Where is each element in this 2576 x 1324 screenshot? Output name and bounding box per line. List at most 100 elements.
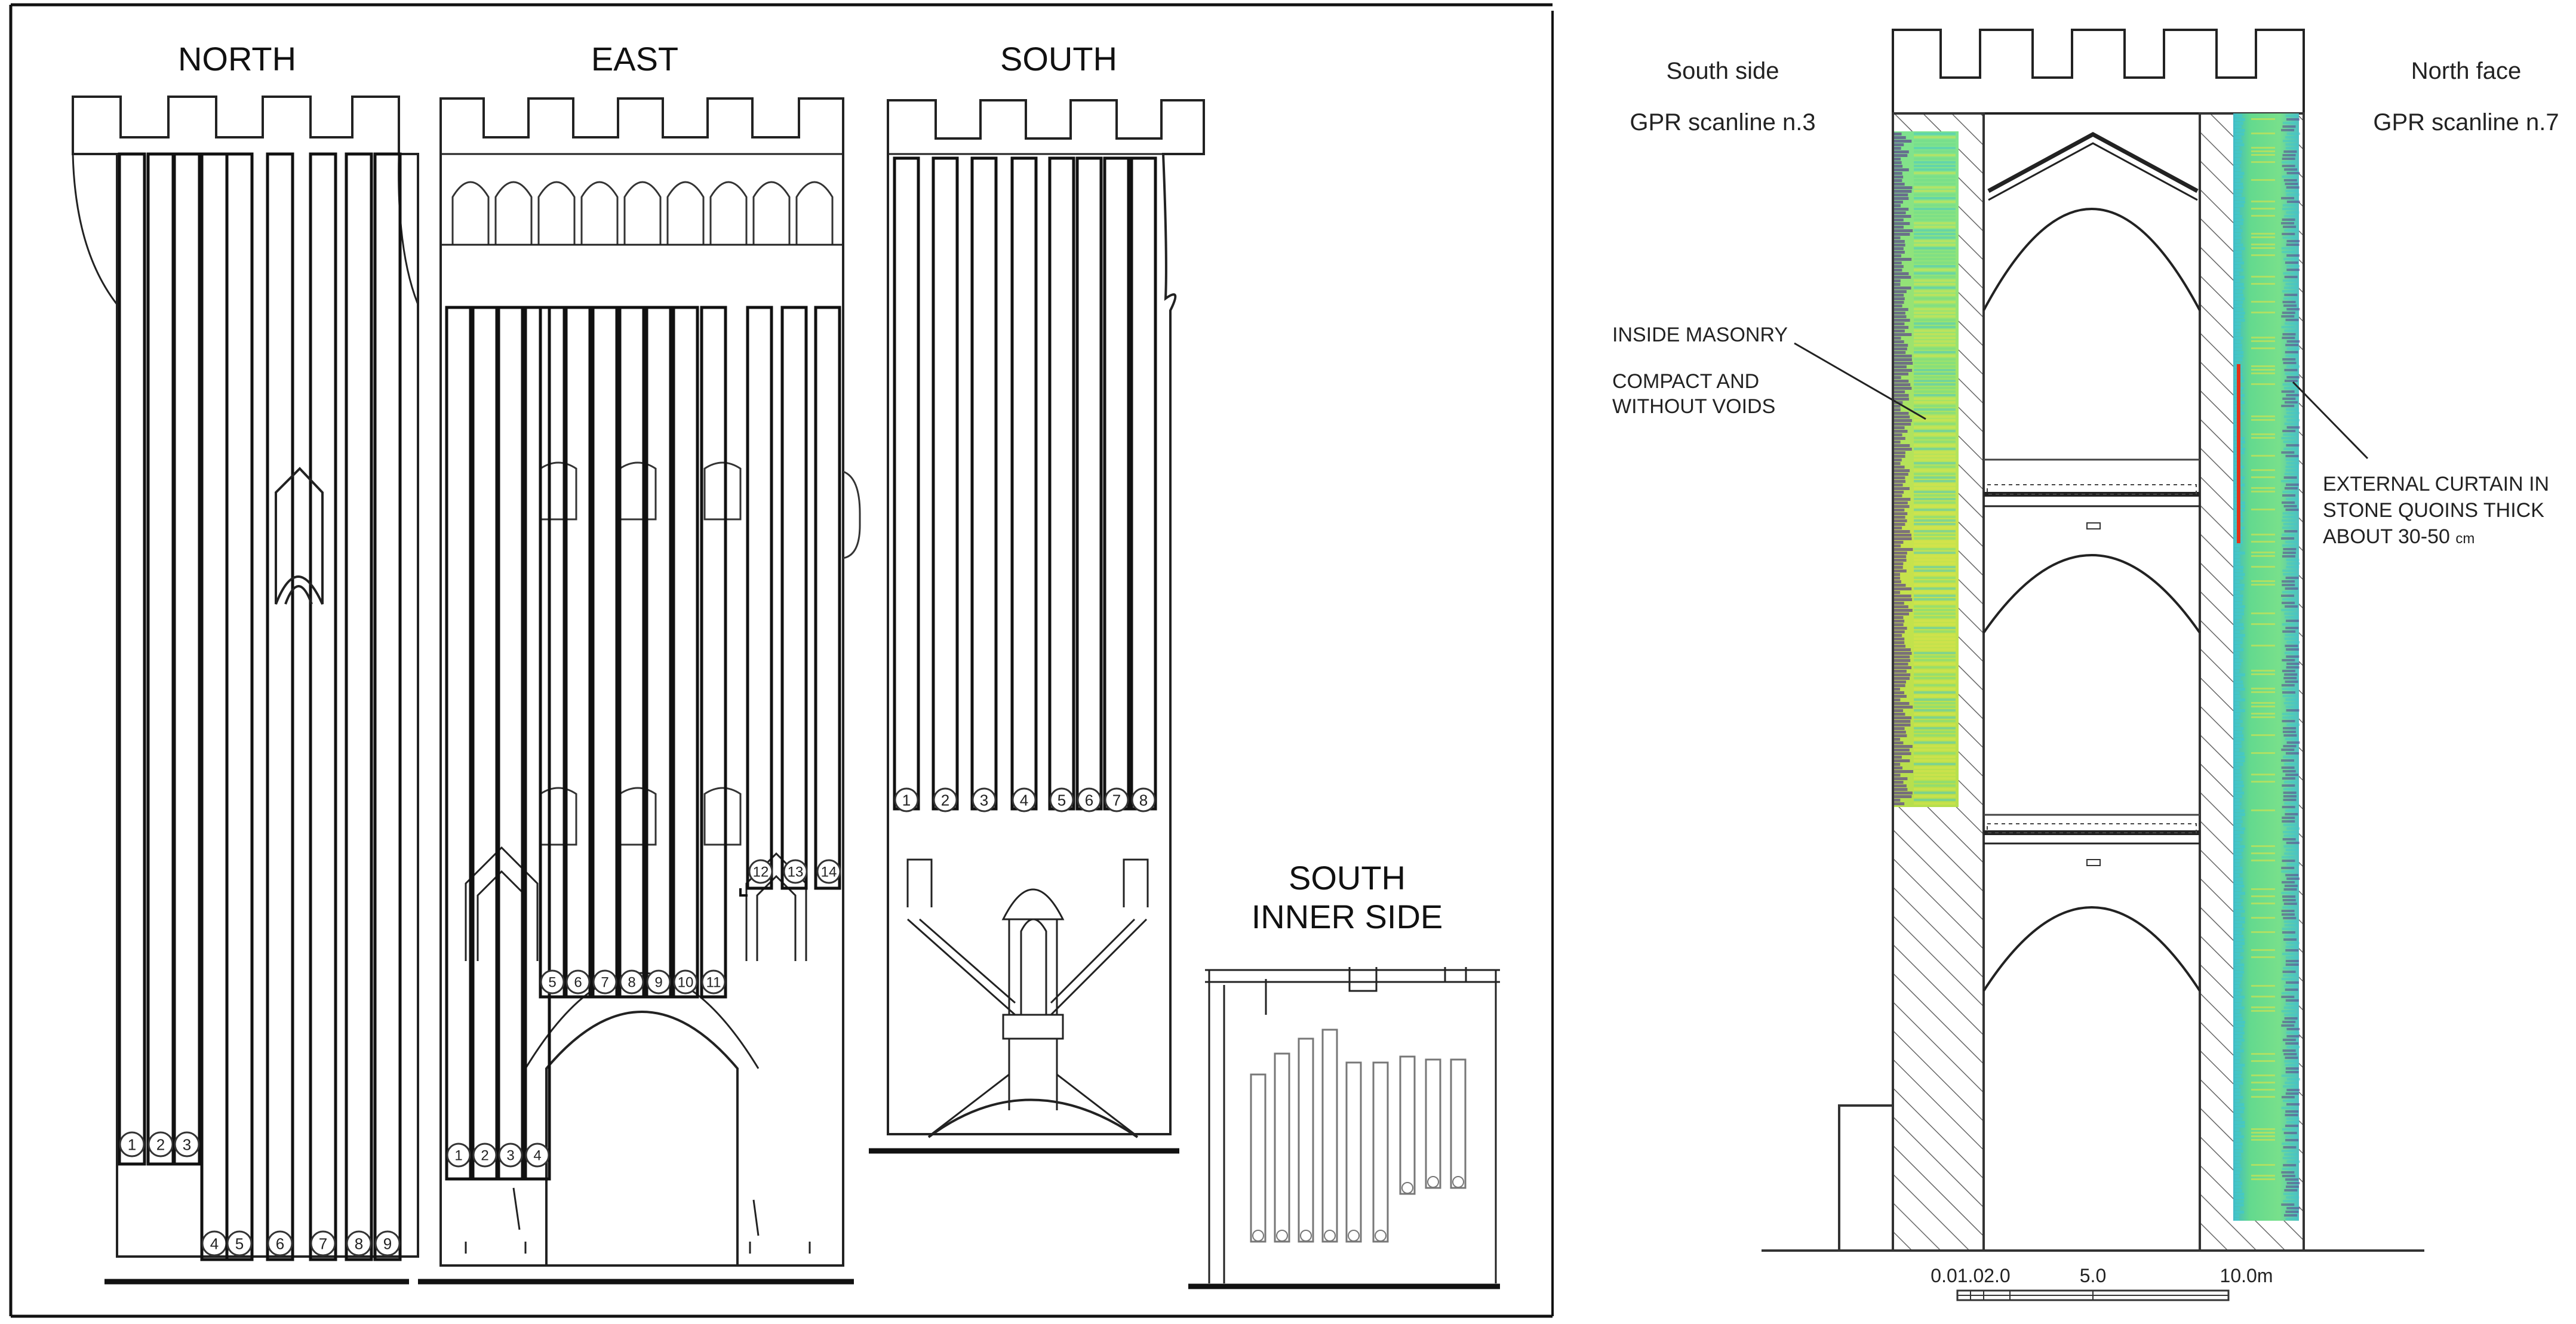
south-title: SOUTH [1000, 40, 1117, 78]
annotation-external-curtain: EXTERNAL CURTAIN IN [2323, 473, 2549, 495]
south-inner-scan-strips [1250, 1029, 1467, 1243]
strip-number-badge: 8 [346, 1230, 372, 1257]
scale-tick-5: 5.0 [2080, 1265, 2106, 1286]
inner-scan-strip [1298, 1037, 1314, 1243]
strip-number: 8 [628, 975, 635, 991]
inner-strip-marker [1276, 1230, 1288, 1242]
north-face-subtitle: GPR scanline n.7 [2373, 109, 2559, 136]
machicolation-arch [537, 181, 576, 245]
machicolation-arch [623, 181, 662, 245]
north-scan-strip [225, 152, 254, 1261]
strip-number-badge: 7 [592, 969, 617, 994]
wall-bump [843, 470, 861, 559]
south-side-subtitle: GPR scanline n.3 [1630, 109, 1815, 136]
inner-strip-marker [1452, 1176, 1464, 1188]
right-panel: South side GPR scanline n.3 North face G… [1612, 29, 2559, 1301]
inner-strip-marker [1300, 1230, 1312, 1242]
east-scan-strip [780, 306, 808, 890]
annotation-thickness: ABOUT 30-50 cm [2323, 525, 2474, 548]
machicolation-arch [795, 181, 834, 245]
scale-bar: 0.01.02.0 5.0 10.0m [1931, 1265, 2273, 1301]
strip-number: 3 [183, 1135, 191, 1153]
strip-number: 7 [601, 975, 608, 991]
strip-number: 11 [706, 975, 721, 991]
strip-number-badge: 5 [540, 969, 565, 994]
strip-number: 5 [548, 975, 556, 991]
north-scan-strip [266, 152, 294, 1261]
strip-number-badge: 5 [226, 1230, 253, 1257]
strip-number-badge: 7 [1104, 787, 1129, 812]
east-scan-strip [497, 306, 524, 1181]
window-opening [539, 461, 577, 521]
strip-number: 5 [1058, 791, 1066, 809]
strip-number-badge: 9 [374, 1230, 401, 1257]
strip-number-badge: 1 [894, 787, 919, 812]
north-scan-strip [173, 152, 201, 1166]
strip-number-badge: 1 [119, 1131, 145, 1157]
strip-number: 6 [1085, 791, 1093, 809]
strip-number-badge: 4 [525, 1143, 550, 1168]
strip-number: 9 [654, 975, 662, 991]
inner-strip-marker [1252, 1230, 1264, 1242]
strip-number: 14 [821, 864, 837, 880]
east-scan-strip [539, 306, 566, 999]
window-opening [703, 787, 742, 846]
north-scan-strip [309, 152, 337, 1261]
tower-section [1762, 29, 2424, 1252]
south-side-title: South side [1666, 58, 1779, 84]
south-inner-title-1: SOUTH [1289, 859, 1406, 897]
south-scan-strip [1075, 156, 1103, 811]
inner-scan-strip [1372, 1061, 1389, 1243]
south-scan-strip [970, 156, 998, 811]
strip-number-badge: 9 [646, 969, 671, 994]
north-scan-strip [345, 152, 373, 1261]
annotation-inside-masonry: INSIDE MASONRY [1612, 324, 1788, 346]
machicolation-arch [709, 181, 748, 245]
strip-number-badge: 3 [174, 1131, 200, 1157]
strip-number-badge: 7 [310, 1230, 336, 1257]
window-opening [619, 461, 657, 521]
machicolation-arch [494, 181, 533, 245]
machicolation-arch [752, 181, 791, 245]
north-scan-strip [200, 152, 229, 1261]
east-scan-strip [700, 306, 727, 999]
inner-strip-marker [1401, 1182, 1413, 1194]
strip-number-badge: 11 [701, 969, 726, 994]
strip-number: 3 [980, 791, 988, 809]
south-scan-strip [1048, 156, 1075, 811]
east-scan-strip [618, 306, 645, 999]
scale-tick-small: 0.01.02.0 [1931, 1265, 2010, 1286]
strip-number: 5 [235, 1234, 244, 1252]
strip-number-badge: 2 [933, 787, 958, 812]
scale-tick-10: 10.0m [2220, 1265, 2273, 1286]
machicolation-arch [580, 181, 619, 245]
annotation-compact: COMPACT AND [1612, 370, 1759, 393]
strip-number: 4 [533, 1148, 541, 1164]
strip-number: 1 [902, 791, 911, 809]
inner-strip-marker [1324, 1230, 1336, 1242]
east-machicolation-arches [451, 181, 834, 245]
east-scan-strip [564, 306, 592, 999]
south-scan-strip [1130, 156, 1157, 811]
east-scan-strip [746, 306, 773, 890]
inner-scan-strip [1425, 1058, 1441, 1189]
inner-scan-strip [1345, 1061, 1362, 1243]
strip-number: 7 [1112, 791, 1121, 809]
north-scan-strip [118, 152, 146, 1166]
strip-number-badge: 8 [1131, 787, 1156, 812]
south-inner-title-2: INNER SIDE [1252, 898, 1443, 935]
annotation-without-voids: WITHOUT VOIDS [1612, 395, 1775, 418]
east-scan-strip [445, 306, 472, 1181]
south-scan-strip [893, 156, 920, 811]
strip-number-badge: 5 [1049, 787, 1074, 812]
east-scan-strip [471, 306, 499, 1181]
strip-number-badge: 13 [783, 859, 808, 884]
south-scan-strip [1010, 156, 1038, 811]
strip-number: 2 [156, 1135, 165, 1153]
strip-number: 1 [128, 1135, 136, 1153]
strip-number-badge: 2 [147, 1131, 174, 1157]
